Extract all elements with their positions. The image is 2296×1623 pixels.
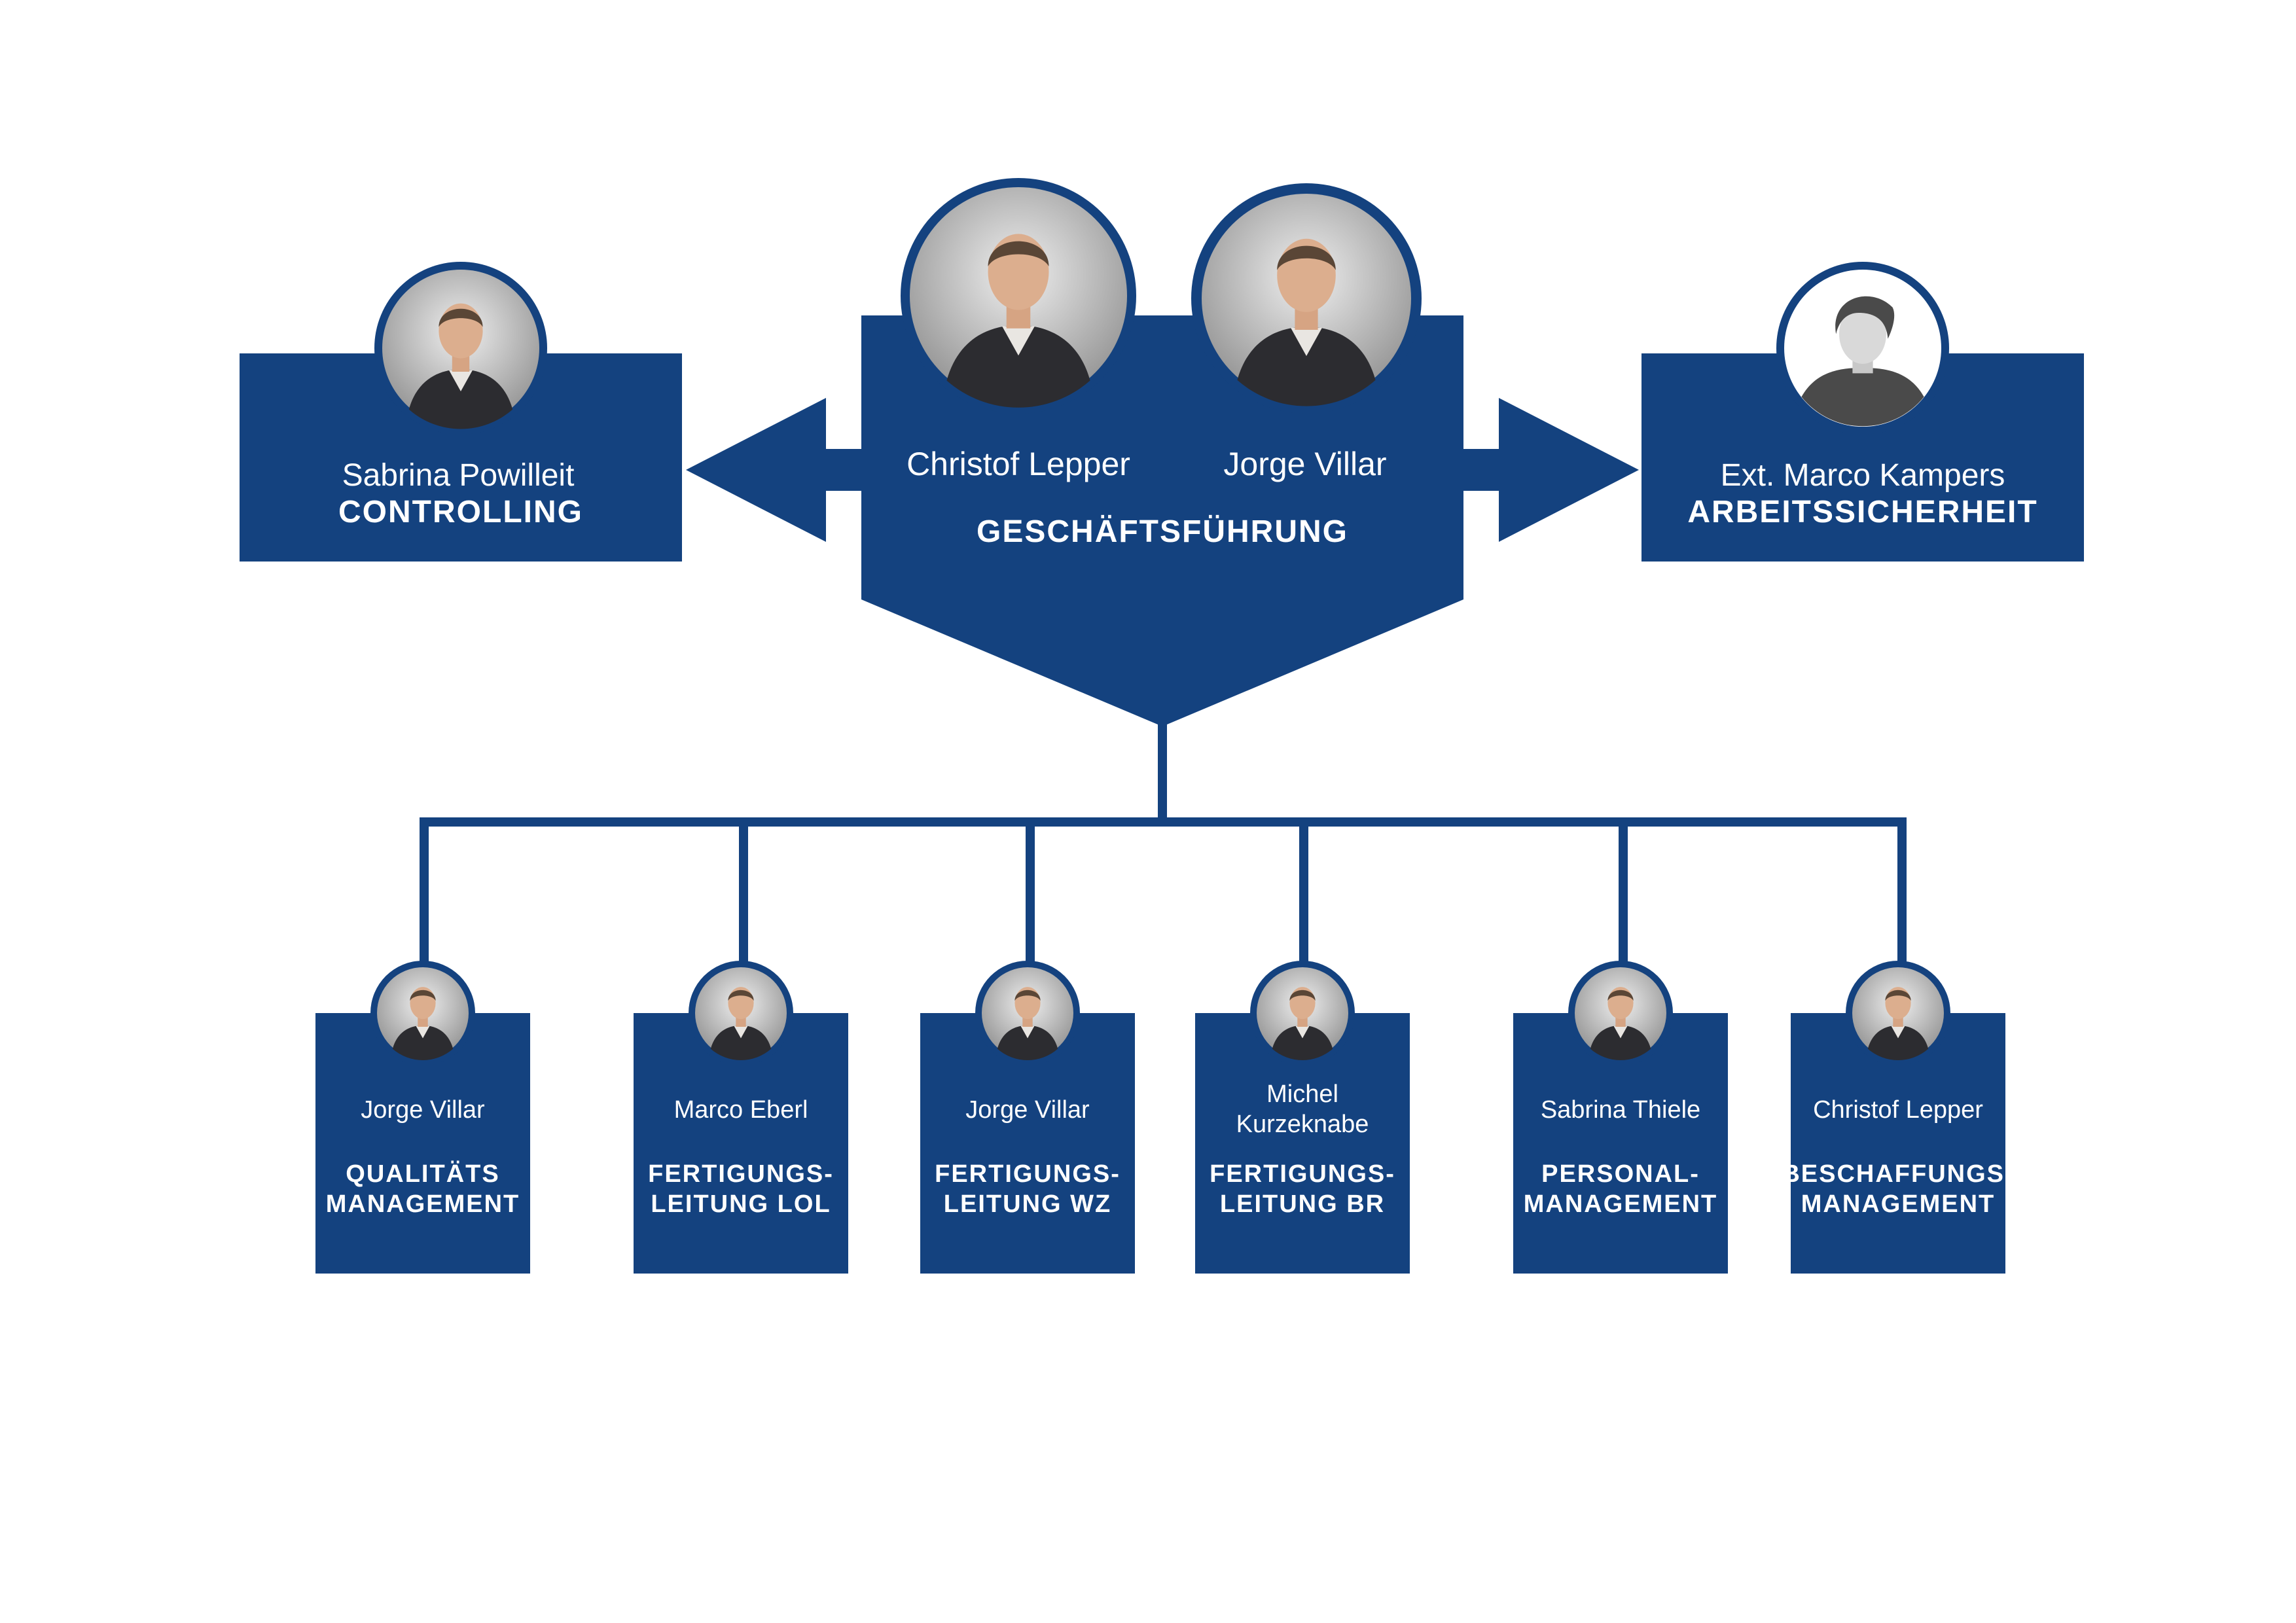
- management-photo-villar: [1191, 183, 1422, 414]
- staff-role-right: ARBEITSSICHERHEIT: [1687, 495, 2037, 529]
- staff-photo-right: [1776, 262, 1949, 435]
- right-arrow-icon: [1499, 398, 1639, 542]
- left-arrow-icon: [686, 398, 826, 542]
- management-name-lepper: Christof Lepper: [906, 446, 1130, 482]
- department-name: Michel: [1266, 1080, 1338, 1108]
- management-box: [861, 315, 1463, 726]
- department-role: LEITUNG BR: [1220, 1190, 1385, 1218]
- staff-name-right: Ext. Marco Kampers: [1721, 458, 2005, 493]
- department-role: FERTIGUNGS-: [1210, 1160, 1395, 1188]
- department-role: FERTIGUNGS-: [648, 1160, 834, 1188]
- staff-node-arbeitssicherheit: Ext. Marco Kampers ARBEITSSICHERHEIT: [1641, 262, 2084, 562]
- management-name-villar: Jorge Villar: [1223, 446, 1386, 482]
- department-photo: [370, 961, 475, 1065]
- staff-name-left: Sabrina Powilleit: [342, 458, 575, 493]
- department-photo: [1250, 961, 1355, 1065]
- management-photo-lepper: [901, 178, 1136, 414]
- department-name: Marco Eberl: [674, 1096, 808, 1124]
- department-name: Christof Lepper: [1813, 1096, 1983, 1124]
- department-name: Jorge Villar: [361, 1096, 485, 1124]
- staff-node-controlling: Sabrina Powilleit CONTROLLING: [240, 262, 682, 562]
- right-arrow-stem: [1461, 449, 1499, 491]
- staff-role-left: CONTROLLING: [338, 495, 583, 529]
- department-photo: [1568, 961, 1673, 1065]
- left-arrow-stem: [826, 449, 864, 491]
- department-name: Jorge Villar: [965, 1096, 1090, 1124]
- management-node: Christof Lepper Jorge Villar GESCHÄFTSFÜ…: [686, 178, 1639, 726]
- department-role: MANAGEMENT: [1801, 1190, 1996, 1218]
- department-role: QUALITÄTS: [346, 1160, 499, 1188]
- department-role: MANAGEMENT: [326, 1190, 520, 1218]
- connector-bus: [420, 817, 1907, 969]
- department-role: LEITUNG LOL: [651, 1190, 831, 1218]
- department-role: MANAGEMENT: [1524, 1190, 1718, 1218]
- department-role: FERTIGUNGS-: [935, 1160, 1121, 1188]
- department-role: PERSONAL-: [1541, 1160, 1700, 1188]
- department-photo: [689, 961, 793, 1065]
- department-photo: [1846, 961, 1950, 1065]
- staff-photo-left: [374, 262, 547, 435]
- department-name: Kurzeknabe: [1236, 1111, 1369, 1138]
- department-name: Sabrina Thiele: [1541, 1096, 1700, 1124]
- department-role: BESCHAFFUNGS-: [1782, 1160, 2014, 1188]
- department-photo: [975, 961, 1080, 1065]
- connector-lines: [420, 720, 1907, 969]
- management-role: GESCHÄFTSFÜHRUNG: [977, 514, 1348, 549]
- department-role: LEITUNG WZ: [944, 1190, 1111, 1218]
